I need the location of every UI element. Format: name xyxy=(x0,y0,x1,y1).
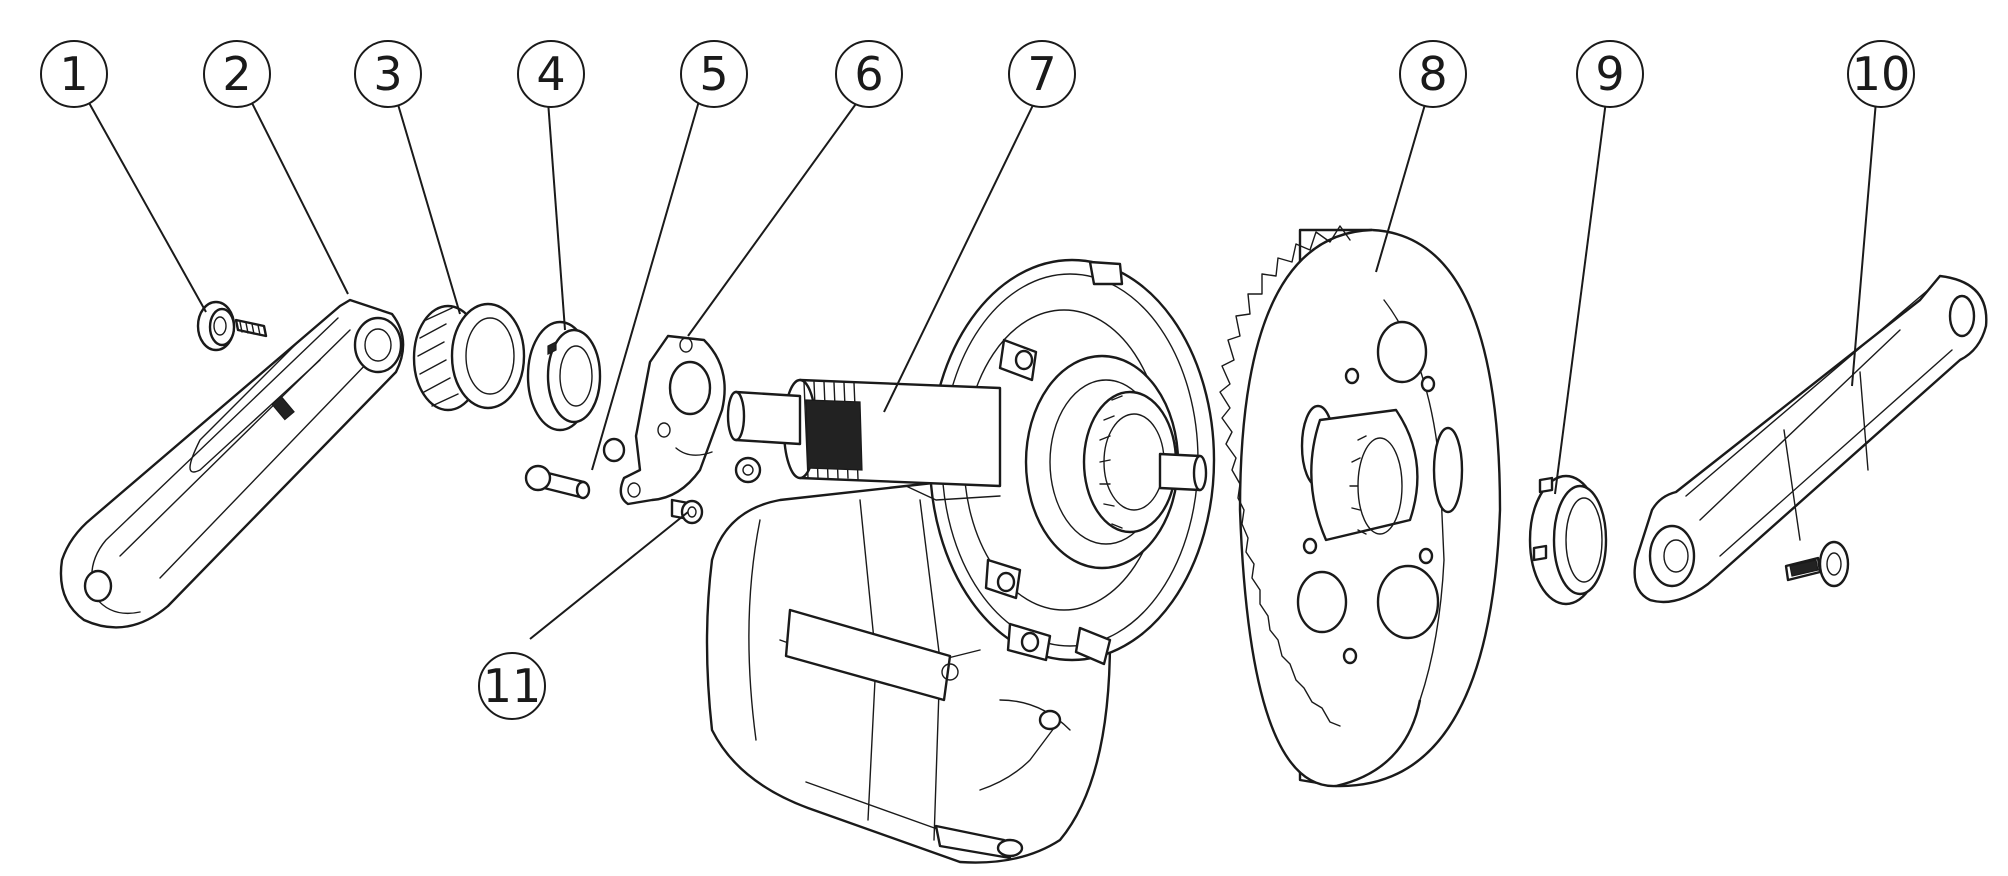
leader-line-5 xyxy=(591,100,700,471)
leader-line-11 xyxy=(529,511,689,640)
leader-line-1 xyxy=(87,100,207,313)
left-crank-bolt-drawing xyxy=(196,300,268,352)
mounting-bolt-drawing xyxy=(524,464,591,500)
leader-line-8 xyxy=(1375,100,1427,273)
part-balloon-3: 3 xyxy=(354,40,422,108)
left-crank-arm-drawing xyxy=(59,298,405,629)
part-balloon-2: 2 xyxy=(203,40,271,108)
part-balloon-6: 6 xyxy=(835,40,903,108)
part-balloon-8: 8 xyxy=(1399,40,1467,108)
part-balloon-10: 10 xyxy=(1847,40,1915,108)
part-balloon-5: 5 xyxy=(680,40,748,108)
svg-text:7: 7 xyxy=(1027,47,1056,101)
chainring-lock-ring-drawing xyxy=(1528,474,1608,606)
svg-text:9: 9 xyxy=(1595,47,1624,101)
svg-text:11: 11 xyxy=(483,659,542,713)
part-balloons: 1 2 3 4 5 6 7 8 xyxy=(40,40,1915,720)
right-crank-bolt-drawing xyxy=(1784,540,1850,588)
spacer-drawing xyxy=(670,498,704,525)
part-balloon-11: 11 xyxy=(478,652,546,720)
lock-ring-drawing xyxy=(412,302,526,412)
leader-line-10 xyxy=(1851,100,1877,387)
svg-text:5: 5 xyxy=(699,47,728,101)
svg-text:3: 3 xyxy=(373,47,402,101)
part-balloon-4: 4 xyxy=(517,40,585,108)
svg-text:4: 4 xyxy=(536,47,565,101)
mounting-plate-drawing xyxy=(602,334,762,506)
lock-nut-drawing xyxy=(526,320,602,432)
leader-line-9 xyxy=(1554,100,1607,495)
leader-line-4 xyxy=(547,100,566,331)
motor-unit-drawing xyxy=(705,258,1216,864)
right-crank-arm-drawing xyxy=(1633,274,1988,604)
part-balloon-7: 7 xyxy=(1008,40,1076,108)
leader-line-6 xyxy=(687,100,859,337)
svg-text:1: 1 xyxy=(59,47,88,101)
leader-line-2 xyxy=(250,100,349,295)
leader-line-3 xyxy=(396,100,461,315)
svg-text:10: 10 xyxy=(1852,47,1911,101)
part-balloon-9: 9 xyxy=(1576,40,1644,108)
leader-line-7 xyxy=(883,100,1036,413)
part-balloon-1: 1 xyxy=(40,40,108,108)
chainring-drawing xyxy=(1219,225,1502,788)
svg-text:6: 6 xyxy=(854,47,883,101)
svg-text:8: 8 xyxy=(1418,47,1447,101)
leader-lines xyxy=(87,100,1877,640)
svg-text:2: 2 xyxy=(222,47,251,101)
